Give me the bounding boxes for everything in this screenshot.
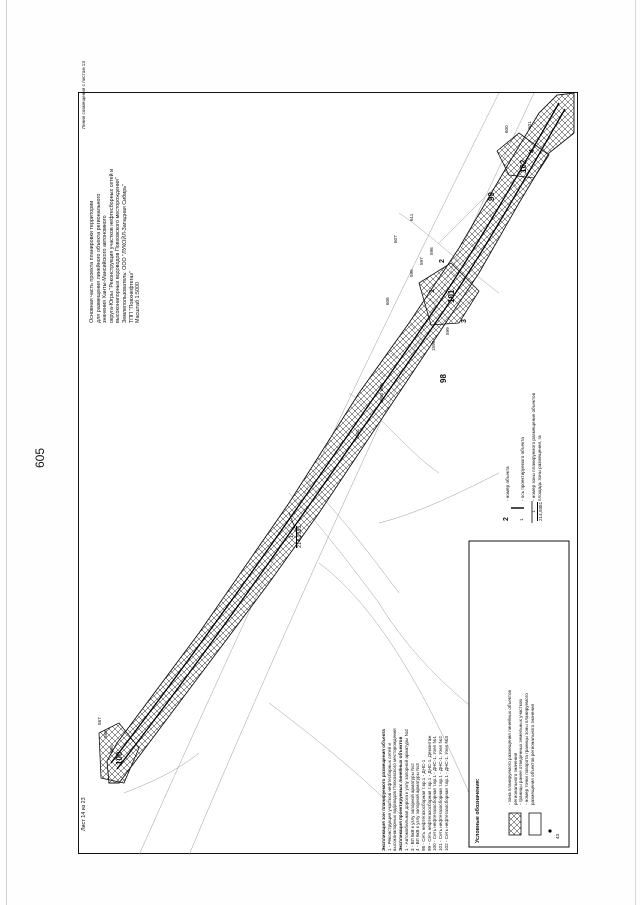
legend-point-marker [548,829,552,833]
legend-zone-label: - номер зоны планируемого размещения объ… [531,392,542,501]
point-label: 595 [109,745,114,753]
object-label-1: 1 [429,289,436,293]
point-label: 597 [419,257,424,265]
legend-block: - зона планируемого размещения линейных … [507,690,535,805]
point-label: 1601 [355,428,360,439]
point-label: 600 [504,125,509,133]
object-label-101: 101 [447,289,456,303]
point-label: 1599 [431,340,436,351]
zone-patch-102 [496,132,550,179]
object-label-3: 3 [461,319,468,323]
zone-label: 1 214,9381 [289,525,304,548]
title-block: Основная часть проекта планировки террит… [89,168,142,323]
object-label-102: 102 [519,159,528,173]
point-label: 605 [379,383,384,391]
scan-edge [635,0,636,905]
point-label: 588 [103,730,108,738]
map-drawing [98,93,575,855]
legend-point-sample: 43 [555,833,560,839]
object-label-99: 99 [487,192,496,201]
object-label-98: 98 [439,374,448,383]
page-number: 605 [33,447,47,469]
legend-object-number-label: - номер объекта [505,466,510,501]
point-label: 601 [527,121,532,129]
object-label-2: 2 [439,259,446,263]
object-label-100: 100 [115,751,124,765]
legend-frame [468,540,570,848]
scan-edge [6,0,7,905]
legend-axis-sample: 1 [519,518,524,521]
legend-axis-label: - ось проектируемого объекта [520,437,525,501]
match-line-label: Линия совмещения с листом 13 [81,61,86,129]
zone-leader [288,512,298,534]
point-label: 611 [409,213,414,221]
point-label: 607 [393,235,398,243]
point-label: 596 [409,269,414,277]
legend-border-swatch [528,812,542,836]
point-label: 606 [385,297,390,305]
explication: Экспликация зон планируемого размещения … [381,728,449,851]
legend-hatch-swatch [508,812,522,836]
object-axes [110,102,566,770]
legend-object-number-sample: 2 [503,517,510,521]
map-sheet: Основная часть проекта планировки террит… [78,61,578,855]
legend-zone-sample: 1 214,9381 [531,501,544,521]
legend-title: Условные обозначения: [475,778,481,843]
point-label: 587 [97,717,102,725]
point-label: 598 [429,247,434,255]
sheet-reference: Лист 14 из 23 [81,797,87,831]
object-label-4: 4 [529,149,536,153]
point-label: 599 [445,327,450,335]
point-label: 1600 [379,392,384,403]
point-ticks [378,180,518,378]
